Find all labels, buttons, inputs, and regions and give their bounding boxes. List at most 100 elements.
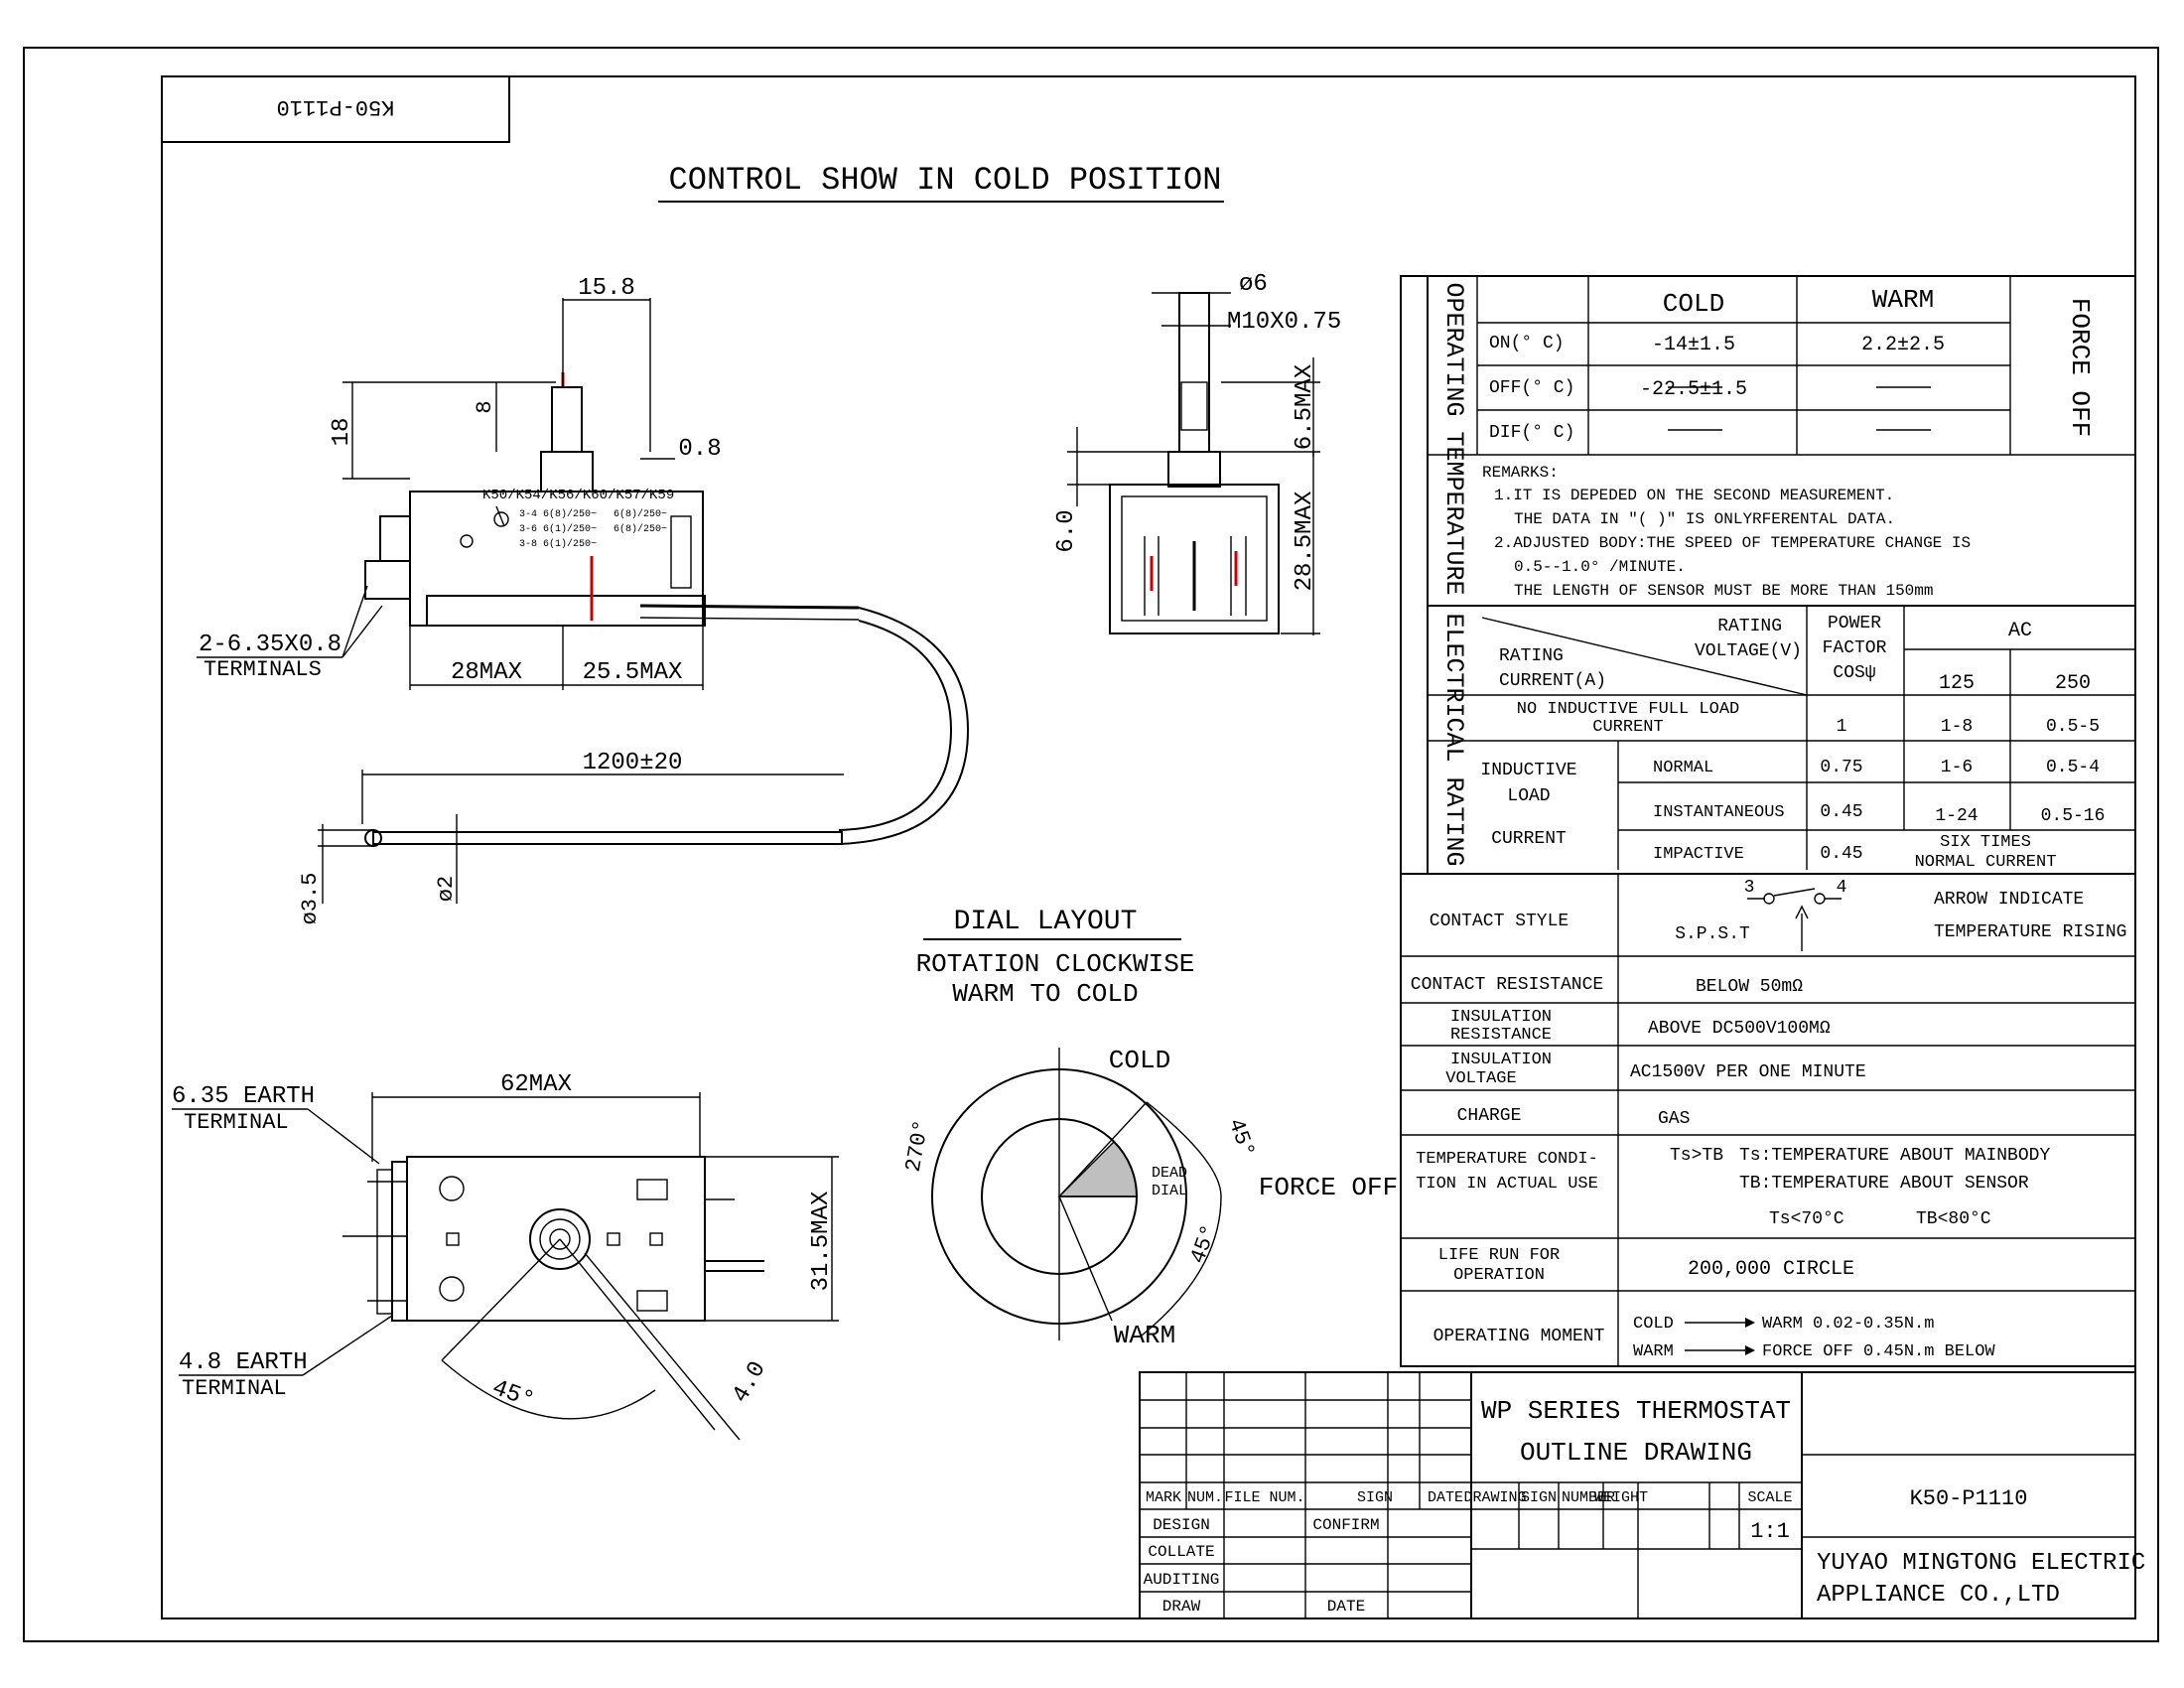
earth-bottom-label: TERMINAL [182,1376,287,1401]
op-temp-label: OPERATING TEMPERATURE [1439,282,1468,595]
no-inductive2: CURRENT [1592,718,1663,737]
rating-line3: 3-8 6(1)/250~ [519,538,597,550]
power-factor3: COSψ [1833,663,1875,683]
front-view: ø6 M10X0.75 6.5MAX 28.5MAX 6.0 [1053,271,1341,635]
tb-file-num: FILE NUM. [1224,1489,1304,1506]
tb-draw: DRAW [1162,1598,1201,1616]
instant: INSTANTANEOUS [1653,803,1785,822]
charge-value: GAS [1658,1109,1690,1129]
impactive: IMPACTIVE [1653,845,1744,864]
terminals-label: TERMINALS [204,657,322,682]
shaft-diameter: ø6 [1239,271,1268,298]
six-times2: NORMAL CURRENT [1915,853,2057,872]
on-label: ON(° C) [1489,334,1565,353]
tb-confirm: CONFIRM [1312,1516,1379,1534]
dial-angle-270: 270° [901,1118,935,1174]
rating-voltage2: VOLTAGE(V) [1695,641,1802,661]
side-dim: 6.0 [1053,509,1080,552]
contact-res-value: BELOW 50mΩ [1696,977,1803,997]
remark-1b: THE DATA IN "( )" IS ONLYRFERENTAL DATA. [1514,510,1895,528]
inductive2: LOAD [1507,786,1550,806]
elec-label: ELECTRICAL RATING [1439,613,1468,866]
tb-sign2: SIGN [1521,1489,1557,1506]
temp-v1b: Ts:TEMPERATURE ABOUT MAINBODY [1739,1146,2050,1166]
temp-v2: TB:TEMPERATURE ABOUT SENSOR [1739,1174,2029,1194]
temp-cond: TEMPERATURE CONDI- [1416,1150,1598,1169]
ac-label: AC [2008,620,2032,642]
bottom-view: 62MAX 31.5MAX 6.35 EARTH TERMINAL 4.8 EA… [172,1071,839,1441]
ins-volt2: VOLTAGE [1445,1069,1516,1088]
title-block-code: K50-P1110 [1910,1486,2028,1511]
rating-current2: CURRENT(A) [1499,671,1606,691]
spec-table: OPERATING TEMPERATURE COLD WARM FORCE OF… [1400,275,2136,1367]
moment-warm: WARM [1633,1342,1674,1361]
normal-250: 0.5-4 [2046,758,2100,777]
ins-res2: RESISTANCE [1450,1026,1552,1045]
moment-warm-to: WARM 0.02-0.35N.m [1762,1315,1934,1334]
rating-line1: 3-4 6(8)/250~ [519,508,597,520]
rating-voltage: RATING [1717,617,1782,636]
earth-top-dim: 6.35 EARTH [172,1083,315,1110]
bulb-diameter: ø3.5 [298,873,323,925]
ins-res-value: ABOVE DC500V100MΩ [1648,1019,1831,1039]
rating-line2: 3-6 6(1)/250~ [519,523,597,535]
instant-125: 1-24 [1935,806,1978,826]
inductive: INDUCTIVE [1480,761,1576,780]
bottom-offset: 4.0 [728,1357,772,1408]
tb-date2: DATE [1327,1598,1365,1616]
dial-force-off: FORCE OFF [1259,1173,1398,1202]
v125: 125 [1939,672,1975,695]
life-value: 200,000 CIRCLE [1688,1258,1854,1281]
dial-angle-45b: 45° [1185,1221,1222,1267]
tb-design: DESIGN [1153,1516,1210,1534]
power-factor2: FACTOR [1823,638,1887,658]
tb-sign: SIGN [1357,1489,1393,1506]
tb-scale-value: 1:1 [1750,1519,1790,1544]
outline-title: OUTLINE DRAWING [1520,1438,1752,1468]
remark-3: THE LENGTH OF SENSOR MUST BE MORE THAN 1… [1514,582,1933,600]
dial-dead: DEAD [1152,1165,1187,1182]
ins-res: INSULATION [1450,1008,1552,1027]
off-label: OFF(° C) [1489,378,1574,398]
pin3: 3 [1744,878,1755,898]
company-line1: YUYAO MINGTONG ELECTRIC [1817,1550,2145,1577]
temp-v3a: Ts<70°C [1769,1209,1844,1229]
normal-125: 1-6 [1941,758,1973,777]
tb-num: NUM. [1187,1489,1223,1506]
remarks-title: REMARKS: [1482,464,1559,482]
dial-layout: DIAL LAYOUT ROTATION CLOCKWISE WARM TO C… [901,907,1399,1350]
dead-dial-sector [1057,1141,1138,1197]
pin4: 4 [1837,878,1847,898]
tb-weight: WEIGHT [1594,1489,1648,1506]
tb-date: DATE [1428,1489,1463,1506]
rating-right1: 6(8)/250~ [614,508,667,520]
dim-28max: 28MAX [451,659,522,686]
remark-1: 1.IT IS DEPEDED ON THE SECOND MEASUREMEN… [1494,487,1894,504]
contact-res: CONTACT RESISTANCE [1411,975,1603,995]
tb-drawing: DRAWING [1463,1489,1526,1506]
company-line2: APPLIANCE CO.,LTD [1817,1582,2060,1609]
on-warm: 2.2±2.5 [1861,334,1945,356]
rating-right2: 6(8)/250~ [614,523,667,535]
on-cold: -14±1.5 [1652,334,1735,356]
bottom-width: 62MAX [500,1071,572,1098]
code-box [161,75,510,143]
impactive-pf: 0.45 [1820,844,1862,864]
ins-volt-value: AC1500V PER ONE MINUTE [1630,1062,1866,1082]
dial-title: DIAL LAYOUT [954,907,1138,937]
spec-force-off: FORCE OFF [2065,298,2095,437]
moment-cold: COLD [1633,1315,1674,1334]
dim-8: 8 [473,400,497,413]
v250: 250 [2055,672,2091,695]
side-view: K50/K54/K56/K60/K57/K59 3-4 6(8)/250~ 3-… [197,275,970,925]
six-times: SIX TIMES [1940,833,2031,852]
shaft-length: 6.5MAX [1292,364,1318,450]
life: LIFE RUN FOR [1438,1246,1560,1265]
moment-force: FORCE OFF 0.45N.m BELOW [1762,1342,1995,1361]
ni-pf: 1 [1837,717,1847,737]
off-cold: -22.5±1.5 [1640,378,1747,401]
thread-size: M10X0.75 [1227,309,1341,336]
outer-frame [23,47,2159,1642]
dial-direction: WARM TO COLD [952,979,1138,1009]
